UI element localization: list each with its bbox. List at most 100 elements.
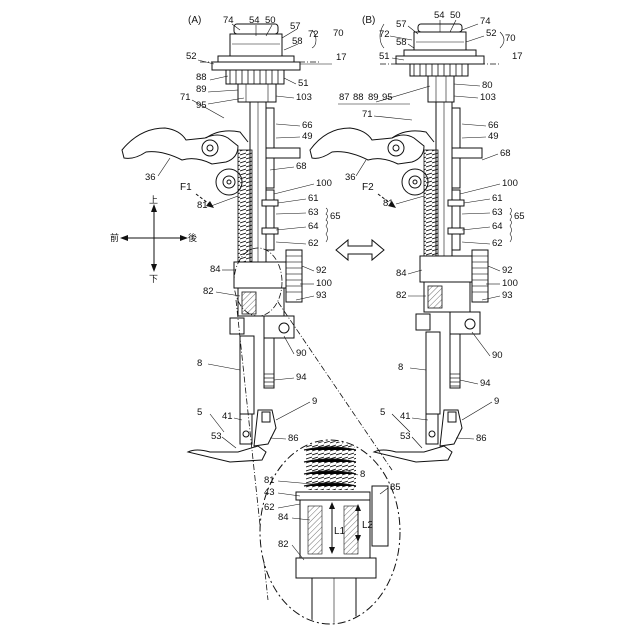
part-label-n36: 36: [345, 172, 356, 183]
panel-b-title: (B): [362, 15, 375, 26]
part-label-n65: 65: [514, 211, 525, 222]
part-label-n51: 51: [379, 51, 390, 62]
part-label-n68: 68: [500, 148, 511, 159]
part-label-n54: 54: [434, 10, 445, 21]
part-label-n93: 93: [316, 290, 327, 301]
part-label-n64: 64: [308, 221, 319, 232]
part-label-n92: 92: [502, 265, 513, 276]
mechanism-a: [230, 250, 302, 338]
part-label-n57: 57: [396, 19, 407, 30]
part-label-n50: 50: [450, 10, 461, 21]
part-label-n66: 66: [302, 120, 313, 131]
part-label-n62: 62: [264, 502, 275, 513]
panel-a-title: (A): [188, 15, 201, 26]
part-label-n89: 89: [368, 92, 379, 103]
part-label-n65: 65: [330, 211, 341, 222]
dir-back-label: 後: [188, 232, 197, 244]
part-label-n62: 62: [308, 238, 319, 249]
part-label-n93: 93: [502, 290, 513, 301]
part-label-n72: 72: [308, 29, 319, 40]
part-label-n5: 5: [197, 407, 202, 418]
part-label-n41: 41: [222, 411, 233, 422]
part-label-n70: 70: [333, 28, 344, 39]
presser-lever-b: [310, 128, 424, 164]
force-label-a: F1: [180, 182, 192, 193]
part-label-n62: 62: [492, 238, 503, 249]
part-label-n94: 94: [296, 372, 307, 383]
part-label-n100b: 100: [316, 278, 332, 289]
part-label-n71: 71: [362, 109, 373, 120]
part-label-l1: L1: [334, 526, 346, 537]
part-label-n88: 88: [196, 72, 207, 83]
part-label-n89: 89: [196, 84, 207, 95]
part-label-l2: L2: [362, 520, 374, 531]
presser-foot-b: [374, 410, 462, 462]
part-label-n90: 90: [296, 348, 307, 359]
part-label-n82: 82: [278, 539, 289, 550]
presser-lever-a: [122, 128, 238, 164]
part-label-n90: 90: [492, 350, 503, 361]
part-label-n9: 9: [312, 396, 317, 407]
part-label-n71: 71: [180, 92, 191, 103]
part-label-n63: 63: [308, 207, 319, 218]
part-label-n84: 84: [210, 264, 221, 275]
part-label-n86: 86: [288, 433, 299, 444]
part-label-n49: 49: [488, 131, 499, 142]
part-label-n17: 17: [512, 51, 523, 62]
part-label-n70: 70: [505, 33, 516, 44]
transition-arrow: [336, 240, 384, 260]
part-label-n100a: 100: [502, 178, 518, 189]
part-label-n85: 85: [390, 482, 401, 493]
part-label-n103: 103: [480, 92, 496, 103]
part-label-n84: 84: [396, 268, 407, 279]
part-label-n54: 54: [249, 15, 260, 26]
part-label-n8: 8: [398, 362, 403, 373]
part-label-n64: 64: [492, 221, 503, 232]
part-label-n41: 41: [400, 411, 411, 422]
part-label-n100b: 100: [502, 278, 518, 289]
part-label-n61: 61: [492, 193, 503, 204]
dir-down-label: 下: [149, 275, 158, 285]
part-label-n88: 88: [353, 92, 364, 103]
part-label-n74: 74: [480, 16, 491, 27]
part-label-n94: 94: [480, 378, 491, 389]
direction-indicator: 上 下 前 後: [110, 195, 197, 285]
part-label-n66: 66: [488, 120, 499, 131]
spring-81-b: [424, 150, 438, 262]
part-label-n58: 58: [292, 36, 303, 47]
part-label-n80: 80: [482, 80, 493, 91]
part-label-n53: 53: [211, 431, 222, 442]
part-label-n82: 82: [396, 290, 407, 301]
part-label-n8: 8: [197, 358, 202, 369]
dir-front-label: 前: [110, 232, 119, 244]
part-label-n82: 82: [203, 286, 214, 297]
part-label-n81: 81: [264, 475, 275, 486]
part-label-n9: 9: [494, 396, 499, 407]
part-label-n36: 36: [145, 172, 156, 183]
panel-b: (B): [310, 10, 525, 462]
part-label-n84: 84: [278, 512, 289, 523]
mechanism-b: [416, 250, 488, 334]
part-label-n92: 92: [316, 265, 327, 276]
part-label-n87: 87: [339, 92, 350, 103]
part-label-n17: 17: [336, 52, 347, 63]
part-label-n63: 63: [492, 207, 503, 218]
spring-81-a: [238, 150, 252, 268]
part-label-n100a: 100: [316, 178, 332, 189]
part-label-n51: 51: [298, 78, 309, 89]
force-label-b: F2: [362, 182, 374, 193]
presser-bar-b: [426, 332, 440, 414]
part-label-n61: 61: [308, 193, 319, 204]
part-label-n5: 5: [380, 407, 385, 418]
part-label-n52: 52: [186, 51, 197, 62]
part-label-n8: 8: [360, 469, 365, 480]
part-label-n52: 52: [486, 28, 497, 39]
part-label-n50: 50: [265, 15, 276, 26]
part-label-n43: 43: [264, 487, 275, 498]
part-label-n68: 68: [296, 161, 307, 172]
dir-up-label: 上: [149, 195, 158, 206]
part-label-n49: 49: [302, 131, 313, 142]
part-label-n86: 86: [476, 433, 487, 444]
part-label-n103: 103: [296, 92, 312, 103]
